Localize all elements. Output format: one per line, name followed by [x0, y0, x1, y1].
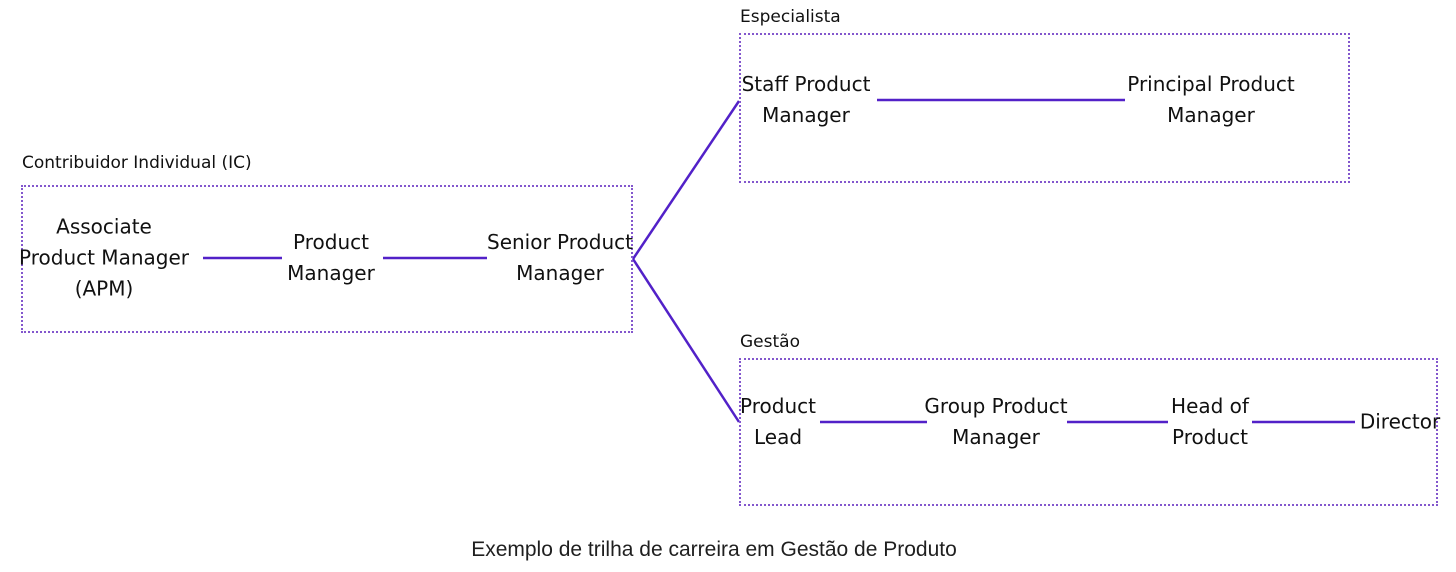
node-head-of-product: Head of Product	[1171, 394, 1249, 449]
node-senior-product-manager: Senior Product Manager	[487, 230, 633, 285]
node-staff-product-manager: Staff Product Manager	[741, 72, 871, 127]
diagram-caption: Exemplo de trilha de carreira em Gestão …	[471, 538, 957, 561]
node-principal-product-manager: Principal Product Manager	[1127, 72, 1295, 127]
edge-senior-pm-to-product-lead	[631, 258, 741, 423]
group-box-especialista	[739, 33, 1350, 183]
group-title-especialista: Especialista	[740, 7, 841, 27]
edge-senior-pm-to-staff-pm	[631, 100, 741, 260]
group-title-contribuidor-individual: Contribuidor Individual (IC)	[22, 153, 252, 173]
node-product-lead: Product Lead	[740, 394, 816, 449]
group-box-gestao	[739, 358, 1438, 506]
node-product-manager: Product Manager	[287, 230, 375, 285]
group-box-contribuidor-individual	[21, 185, 633, 333]
node-group-product-manager: Group Product Manager	[924, 394, 1068, 449]
group-title-gestao: Gestão	[740, 332, 800, 352]
node-associate-product-manager: Associate Product Manager (APM)	[19, 214, 189, 301]
node-director: Director	[1359, 409, 1441, 434]
